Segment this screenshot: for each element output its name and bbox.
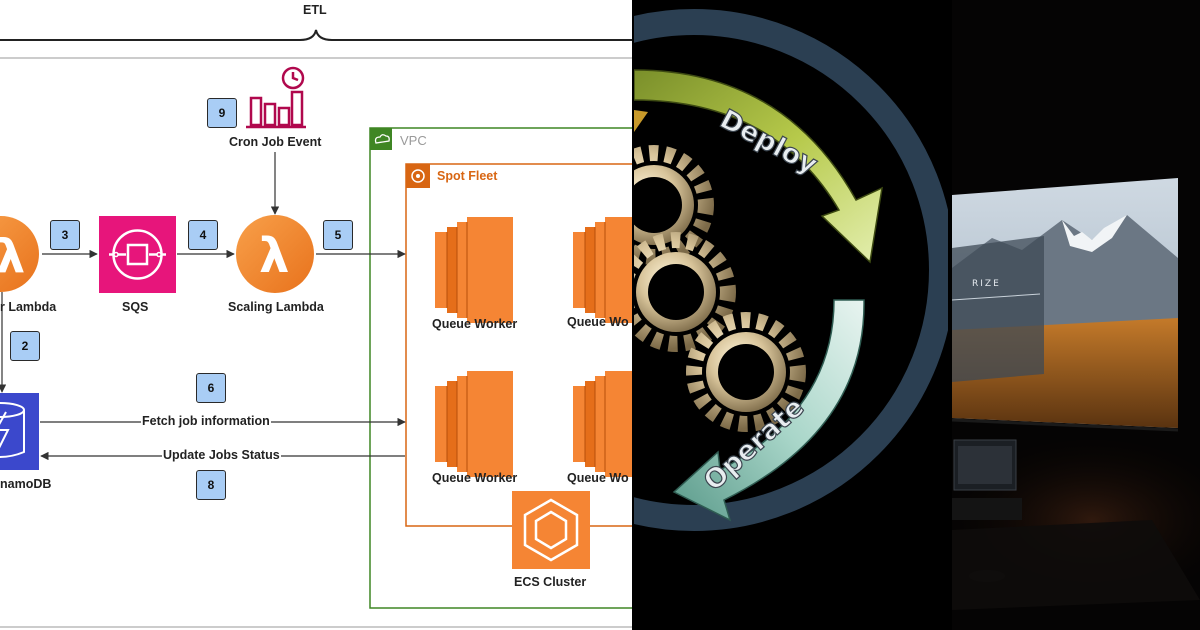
ecs-cluster-icon <box>512 491 590 569</box>
worker-4-label: Queue Wo <box>567 471 629 485</box>
diagram-canvas: λ λ <box>0 29 632 628</box>
step-badge-2: 2 <box>10 331 40 361</box>
ec2-worker-1-icon <box>435 217 513 323</box>
cron-job-label: Cron Job Event <box>229 135 322 149</box>
cron-job-icon <box>246 66 306 129</box>
step-badge-4: 4 <box>188 220 218 250</box>
ec2-worker-4-icon <box>573 371 632 477</box>
operate-arrow <box>672 299 865 522</box>
spot-fleet-label: Spot Fleet <box>437 169 498 183</box>
step-badge-6: 6 <box>196 373 226 403</box>
sqs-icon <box>99 216 176 293</box>
deploy-arrow <box>634 69 883 264</box>
trigger-lambda-label: r Lambda <box>0 300 57 314</box>
dynamodb-icon <box>0 393 39 470</box>
fetch-edge-label: Fetch job information <box>141 414 271 428</box>
step-badge-9: 9 <box>207 98 237 128</box>
svg-text:λ: λ <box>0 229 25 283</box>
etl-label: ETL <box>303 3 327 17</box>
scaling-lambda-label: Scaling Lambda <box>228 300 324 314</box>
deploy-operate-cycle-image: Deploy Operate <box>634 0 948 630</box>
step-badge-3: 3 <box>50 220 80 250</box>
vpc-group <box>369 127 632 609</box>
cycle-ring <box>634 9 948 531</box>
ec2-worker-3-icon <box>435 371 513 477</box>
trigger-lambda-icon: λ <box>0 216 39 292</box>
ec2-worker-2-icon <box>573 217 632 323</box>
gear-icon-1 <box>634 145 714 265</box>
update-edge-label: Update Jobs Status <box>162 448 281 462</box>
scaling-lambda-icon: λ <box>236 215 314 293</box>
cycle-canvas: Deploy Operate <box>634 9 948 531</box>
etl-bracket <box>0 29 632 41</box>
gear-icon-3 <box>686 312 806 432</box>
monitor-screen <box>952 178 1178 428</box>
dynamodb-label: namoDB <box>0 477 52 491</box>
vpc-label: VPC <box>400 133 427 148</box>
vpc-icon <box>370 128 392 150</box>
worker-1-label: Queue Worker <box>432 317 518 331</box>
monitor-desk-photo: RIZE <box>952 0 1200 630</box>
worker-3-label: Queue Worker <box>432 471 518 485</box>
keyboard <box>952 498 1022 520</box>
step-badge-8: 8 <box>196 470 226 500</box>
worker-2-label: Queue Wo <box>567 315 629 329</box>
ecs-cluster-label: ECS Cluster <box>514 575 587 589</box>
step-badge-5: 5 <box>323 220 353 250</box>
app-window-overlay <box>952 236 1044 382</box>
gear-icon-2 <box>634 232 736 352</box>
screen-text: RIZE <box>972 279 1001 289</box>
architecture-diagram: λ λ <box>0 0 632 630</box>
photo-canvas: RIZE <box>952 178 1200 610</box>
svg-text:λ: λ <box>259 228 289 284</box>
arrow-stub <box>634 110 648 132</box>
sqs-label: SQS <box>122 300 149 314</box>
desk-mat <box>952 520 1200 610</box>
